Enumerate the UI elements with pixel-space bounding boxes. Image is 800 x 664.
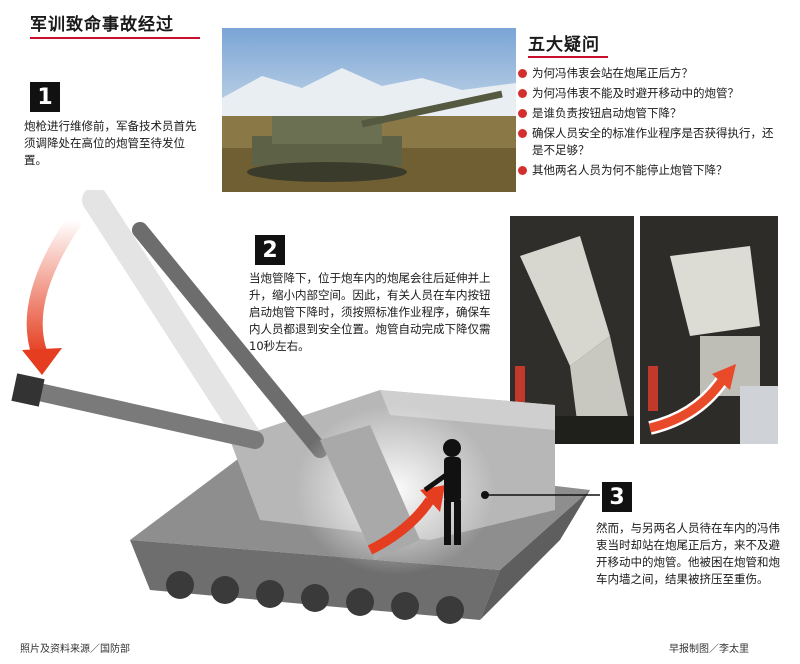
step-1-text: 炮枪进行维修前，军备技术员首先须调降处在高位的炮管至待发位置。 bbox=[24, 119, 197, 167]
howitzer-illustration bbox=[11, 190, 600, 624]
bullet-icon bbox=[518, 129, 527, 138]
bullet-icon bbox=[518, 166, 527, 175]
question-item: 为何冯伟衷不能及时避开移动中的炮管？ bbox=[518, 85, 780, 102]
step-2-number: 2 bbox=[255, 235, 285, 265]
question-item: 其他两名人员为何不能停止炮管下降？ bbox=[518, 162, 780, 179]
step-2-text: 当炮管降下，位于炮车内的炮尾会往后延伸并上升，缩小内部空间。因此，有关人员在车内… bbox=[249, 271, 491, 353]
bullet-icon bbox=[518, 109, 527, 118]
howitzer-field-photo bbox=[222, 28, 516, 192]
questions-underline bbox=[528, 56, 608, 58]
question-item: 是谁负责按钮启动炮管下降？ bbox=[518, 105, 780, 122]
question-item: 确保人员安全的标准作业程序是否获得执行，还是不足够？ bbox=[518, 125, 780, 159]
title-underline bbox=[30, 37, 200, 39]
questions-title: 五大疑问 bbox=[528, 35, 600, 55]
interior-photo-before bbox=[510, 216, 634, 444]
photo-source: 照片及资料来源／国防部 bbox=[20, 644, 130, 655]
step-1-number: 1 bbox=[30, 82, 60, 112]
bullet-icon bbox=[518, 89, 527, 98]
step-3-number: 3 bbox=[602, 482, 632, 512]
questions-list: 为何冯伟衷会站在炮尾正后方？ 为何冯伟衷不能及时避开移动中的炮管？ 是谁负责按钮… bbox=[518, 65, 780, 182]
graphic-credit: 早报制图／李太里 bbox=[669, 644, 749, 655]
question-item: 为何冯伟衷会站在炮尾正后方？ bbox=[518, 65, 780, 82]
interior-photo-after bbox=[640, 216, 778, 444]
bullet-icon bbox=[518, 69, 527, 78]
page-title: 军训致命事故经过 bbox=[30, 15, 174, 35]
step-3-text: 然而，与另两名人员待在车内的冯伟衷当时却站在炮尾正后方，来不及避开移动中的炮管。… bbox=[596, 521, 780, 586]
